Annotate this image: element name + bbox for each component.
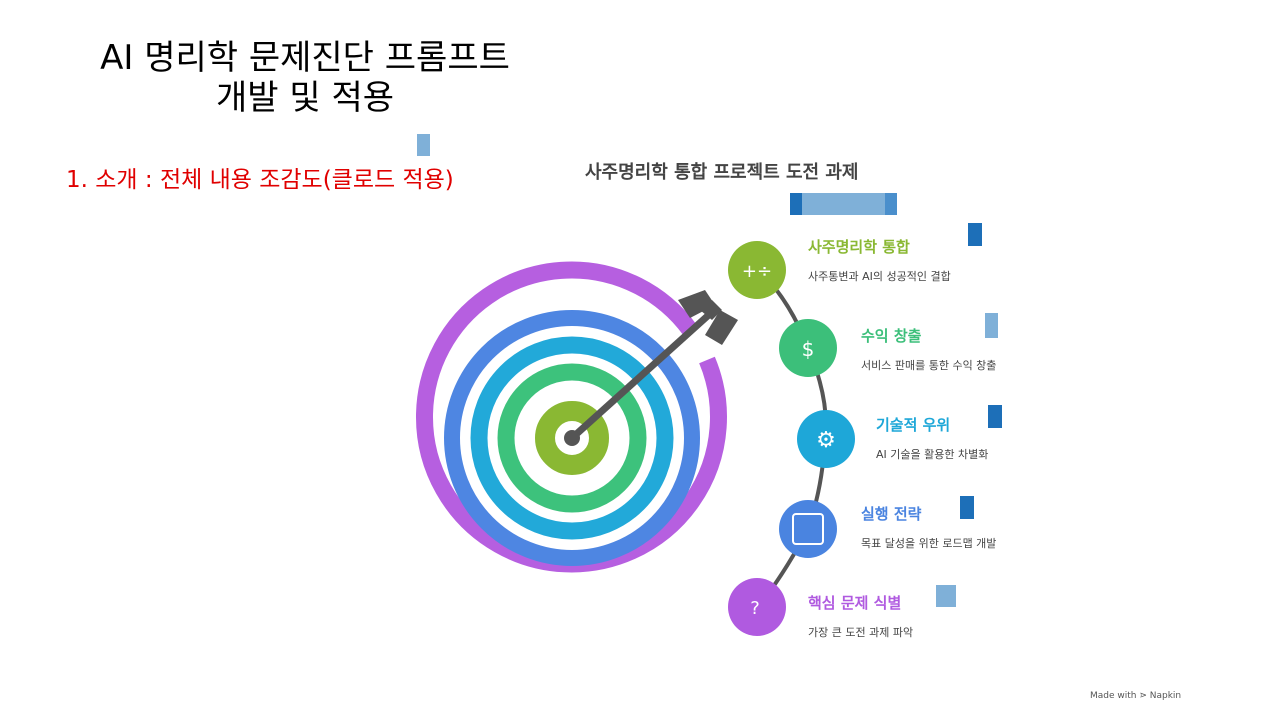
decor-mark: [417, 134, 430, 156]
ring-blue: [444, 310, 700, 566]
svg-text:+÷: +÷: [742, 261, 772, 282]
decor-mark: [985, 313, 998, 338]
decor-mark: [790, 193, 897, 215]
svg-text:⚙: ⚙: [816, 428, 836, 453]
title-line-1: AI 명리학 문제진단 프롬프트: [100, 38, 510, 78]
item-desc: 가장 큰 도전 과제 파악: [808, 626, 914, 639]
ring-cyan: [470, 336, 674, 540]
item-heading: 실행 전략: [861, 505, 922, 523]
title-line-2: 개발 및 적용: [215, 78, 394, 118]
decor-mark: [988, 405, 1002, 428]
svg-text:?: ?: [750, 598, 760, 619]
decor-mark: [936, 585, 956, 607]
item-heading: 핵심 문제 식별: [808, 594, 902, 612]
decor-mark: [960, 496, 974, 519]
napkin-credit: Made with ⋗ Napkin: [1090, 691, 1182, 701]
ring-green: [497, 363, 647, 513]
decor-mark: [968, 223, 982, 246]
ring-lime: [535, 401, 609, 475]
svg-text:$: $: [802, 337, 815, 361]
item-heading: 기술적 우위: [876, 416, 951, 434]
item-heading: 사주명리학 통합: [808, 238, 910, 256]
slide-subtitle: 1. 소개 : 전체 내용 조감도(클로드 적용): [66, 167, 454, 193]
item-heading: 수익 창출: [861, 327, 922, 345]
arrow-icon: [564, 290, 738, 446]
item-desc: 목표 달성을 위한 로드맵 개발: [861, 537, 997, 550]
item-desc: 서비스 판매를 통한 수익 창출: [861, 359, 997, 372]
diagram-title: 사주명리학 통합 프로젝트 도전 과제: [585, 162, 859, 183]
item-desc: 사주통변과 AI의 성공적인 결합: [808, 270, 951, 283]
ring-purple: [416, 261, 727, 573]
item-icons: +÷ $ ⚙ ?: [728, 241, 855, 636]
item-desc: AI 기술을 활용한 차별화: [876, 448, 989, 461]
